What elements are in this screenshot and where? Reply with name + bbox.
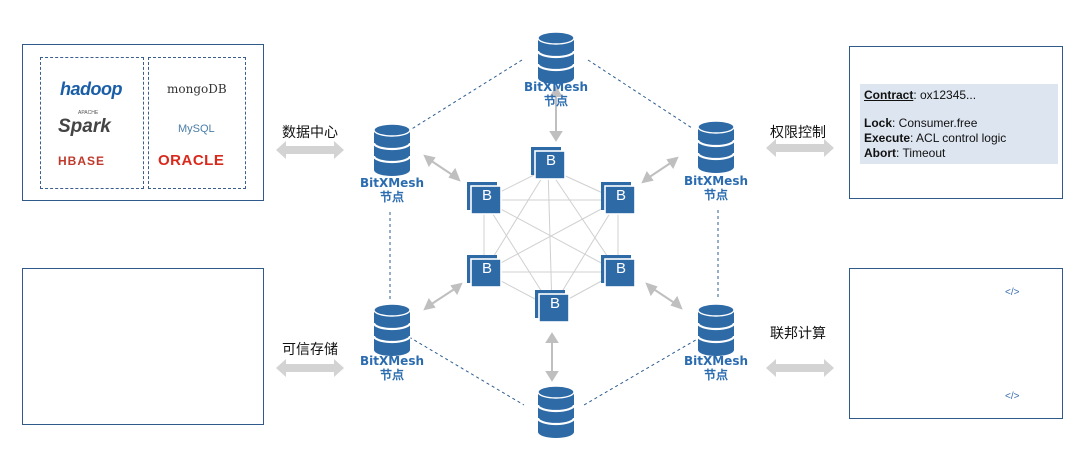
lock-value: : Consumer.free — [892, 116, 978, 130]
block-letter: B — [616, 187, 627, 204]
code-icon: </> — [1005, 391, 1020, 402]
hbase-logo: HBASE — [58, 154, 106, 168]
mysql-logo: MySQL — [178, 123, 215, 135]
contract-box — [860, 84, 1058, 164]
node-db-top — [536, 30, 576, 86]
node-block-arrows — [423, 86, 683, 382]
node-name: BitXMesh — [359, 176, 424, 190]
lock-key: Lock — [864, 116, 893, 130]
contract-line: Contract: ox12345... — [864, 88, 976, 102]
abort-value: : Timeout — [896, 146, 946, 160]
block-letter: B — [550, 295, 561, 312]
label-data-center: 数据中心 — [282, 125, 338, 141]
hadoop-logo: hadoop — [60, 79, 123, 99]
node-label-right-top: BitXMesh 节点 — [676, 174, 756, 202]
block-letter: B — [482, 187, 493, 204]
block-letter: B — [482, 260, 493, 277]
label-federated-compute: 联邦计算 — [770, 326, 826, 342]
trusted-storage-panel — [22, 268, 264, 425]
node-name: BitXMesh — [683, 174, 748, 188]
mongodb-logo: mongoDB — [167, 82, 227, 96]
label-trusted-storage: 可信存储 — [282, 342, 338, 358]
execute-line: Execute: ACL control logic — [864, 131, 1006, 145]
node-db-right-bottom — [696, 302, 736, 358]
execute-key: Execute — [864, 131, 911, 145]
node-label-top: BitXMesh 节点 — [516, 80, 596, 108]
spark-apache-label: APACHE — [78, 110, 99, 116]
federated-compute-panel — [849, 268, 1063, 419]
data-center-dash-right — [148, 57, 246, 189]
label-access-control: 权限控制 — [770, 125, 826, 141]
abort-key: Abort — [864, 146, 896, 160]
node-suffix: 节点 — [379, 368, 404, 382]
node-suffix: 节点 — [543, 94, 568, 108]
code-icon: </> — [1005, 287, 1020, 298]
node-name: BitXMesh — [683, 354, 748, 368]
spark-logo: Spark — [58, 116, 111, 137]
node-db-bottom — [536, 384, 576, 440]
node-label-left-top: BitXMesh 节点 — [352, 176, 432, 204]
hexagon-outline — [389, 59, 719, 406]
block-mesh-lines — [483, 167, 619, 309]
arrow-federated-compute — [766, 359, 834, 377]
contract-key: Contract — [864, 88, 914, 102]
node-name: BitXMesh — [523, 80, 588, 94]
data-center-dash-left — [40, 57, 144, 189]
node-suffix: 节点 — [703, 188, 728, 202]
node-name: BitXMesh — [359, 354, 424, 368]
node-suffix: 节点 — [703, 368, 728, 382]
execute-value: : ACL control logic — [910, 131, 1007, 145]
block-letter: B — [616, 260, 627, 277]
node-db-left-top — [372, 122, 412, 178]
arrow-trusted-storage — [276, 359, 344, 377]
node-suffix: 节点 — [379, 190, 404, 204]
abort-line: Abort: Timeout — [864, 146, 945, 160]
oracle-logo: ORACLE — [158, 152, 225, 169]
node-label-left-bottom: BitXMesh 节点 — [352, 354, 432, 382]
block-letter: B — [546, 152, 557, 169]
node-db-left-bottom — [372, 302, 412, 358]
node-label-right-bottom: BitXMesh 节点 — [676, 354, 756, 382]
contract-value: : ox12345... — [913, 88, 977, 102]
node-db-right-top — [696, 119, 736, 175]
lock-line: Lock: Consumer.free — [864, 116, 977, 130]
arrow-data-center — [276, 141, 344, 159]
